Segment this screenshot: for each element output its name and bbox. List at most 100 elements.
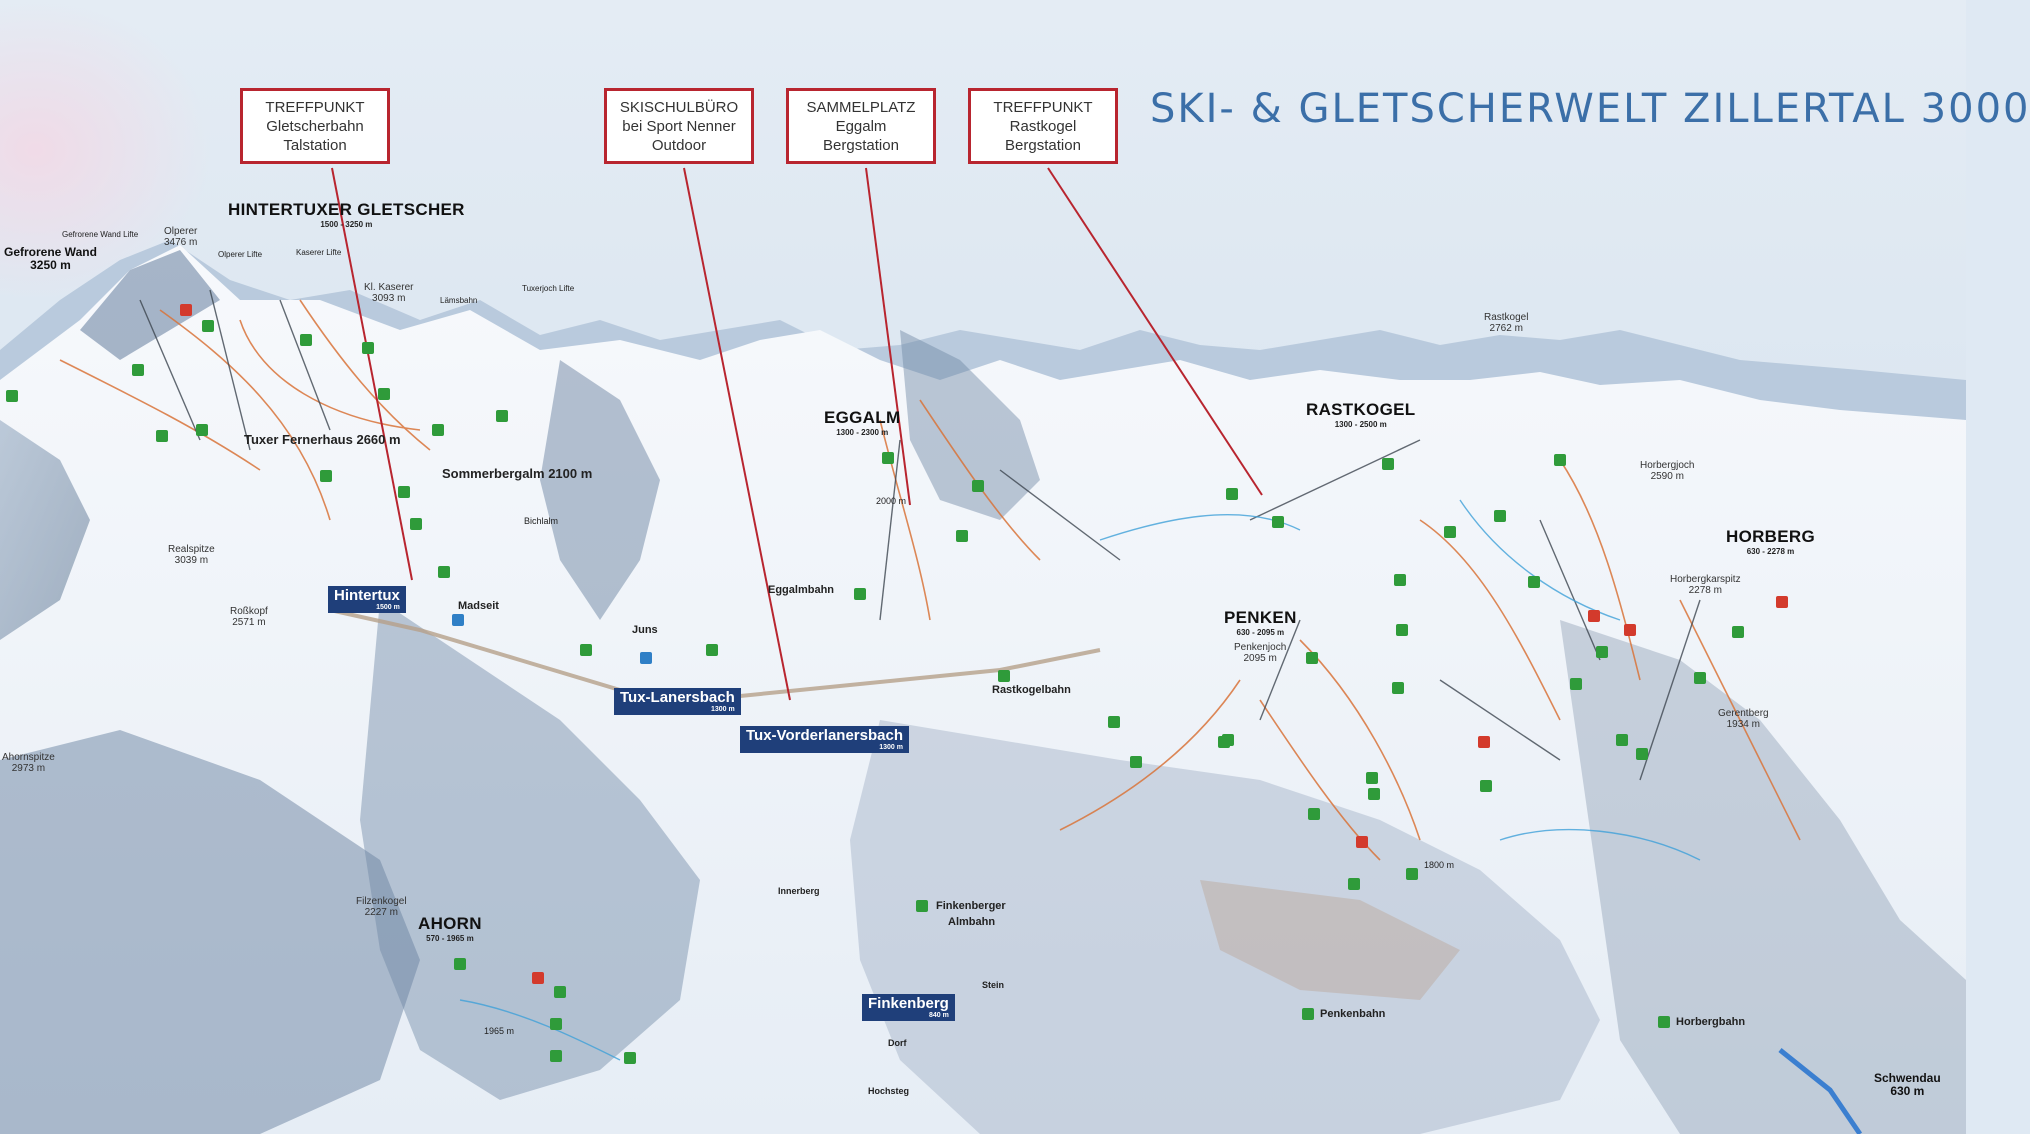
lift-marker [300,334,312,346]
lift-marker [1478,736,1490,748]
lift-marker [1366,772,1378,784]
label-almbahn: Almbahn [948,916,996,928]
map-title: SKI- & GLETSCHERWELT ZILLERTAL 3000 [1150,86,2030,132]
callout-line: Talstation [283,136,347,154]
peak-elevation: 2762 m [1489,323,1523,334]
lift-marker [1222,734,1234,746]
peak-realspitze: Realspitze 3039 m [168,544,215,566]
lift-marker [1392,682,1404,694]
region-name: PENKEN [1224,608,1297,627]
peak-ahornspitze: Ahornspitze 2973 m [2,752,55,774]
lift-marker [854,588,866,600]
region-range: 630 - 2095 m [1236,628,1285,637]
peak-kl-kaserer: Kl. Kaserer 3093 m [364,282,413,304]
callout-line: Outdoor [651,136,707,154]
lift-marker [956,530,968,542]
rock-valley [360,600,700,1100]
label-penken-1800: 1800 m [1424,860,1455,870]
lift-marker [1658,1016,1670,1028]
lift-marker [550,1018,562,1030]
lift-marker [180,304,192,316]
lift-marker [706,644,718,656]
region-name: AHORN [418,914,482,933]
lift-marker [1444,526,1456,538]
lift-marker [1588,610,1600,622]
callout-line: TREFFPUNKT [265,98,365,116]
callout-line: bei Sport Nenner [622,117,736,135]
lift-marker [998,670,1010,682]
callout-sammelplatz-eggalm: SAMMELPLATZ Eggalm Bergstation [786,88,936,164]
peak-filzenkogel: Filzenkogel 2227 m [356,896,407,918]
lift-marker [438,566,450,578]
region-hintertuxer-gletscher: HINTERTUXER GLETSCHER 1500 - 3250 m [228,200,465,229]
label-rastkogelbahn: Rastkogelbahn [992,684,1071,696]
label-tuxer-fernerhaus: Tuxer Fernerhaus 2660 m [244,432,401,447]
town-name: Hintertux [334,587,400,604]
peak-schwendau: Schwendau 630 m [1874,1072,1941,1098]
peak-elevation: 3250 m [30,258,71,272]
peak-gerentberg: Gerentberg 1934 m [1718,708,1769,730]
peak-name: Gerentberg [1718,708,1769,719]
region-name: HINTERTUXER GLETSCHER [228,200,465,219]
snow-field [0,245,1966,1134]
town-elevation: 1300 m [711,706,735,713]
lift-marker [1624,624,1636,636]
rock-hintertux [80,250,220,360]
label-hochsteg: Hochsteg [868,1086,910,1096]
callout-line: Rastkogel [1009,117,1077,135]
town-elevation: 840 m [929,1012,949,1019]
peak-elevation: 630 m [1890,1084,1925,1098]
region-range: 630 - 2278 m [1746,547,1795,556]
lift-marker [1382,458,1394,470]
town-name: Tux-Vorderlanersbach [746,727,903,744]
peak-horbergkarspitz: Horbergkarspitz 2278 m [1670,574,1741,596]
label-juns: Juns [632,624,658,636]
lift-marker [554,986,566,998]
lift-marker [1570,678,1582,690]
town-finkenberg: Finkenberg 840 m [862,994,955,1021]
peak-horbergjoch: Horbergjoch 2590 m [1640,460,1694,482]
lift-marker [1616,734,1628,746]
lift-marker [882,452,894,464]
lift-marker [580,644,592,656]
callout-line: SKISCHULBÜRO [619,98,739,116]
callout-line: Bergstation [1005,136,1081,154]
lift-marker [972,480,984,492]
label-horbergbahn: Horbergbahn [1676,1016,1746,1028]
peak-elevation: 1934 m [1726,719,1760,730]
peak-elevation: 2590 m [1650,471,1684,482]
peak-elevation: 3476 m [164,237,198,248]
lift-marker [640,652,652,664]
region-name: EGGALM [824,408,901,427]
lift-marker [1396,624,1408,636]
lift-marker [6,390,18,402]
lift-marker [378,388,390,400]
lift-marker [1306,652,1318,664]
lift-marker [132,364,144,376]
region-eggalm: EGGALM 1300 - 2300 m [824,408,900,437]
town-name: Tux-Lanersbach [620,689,735,706]
label-eggalm-2000: 2000 m [876,496,907,506]
peak-olperer: Olperer 3476 m [164,226,197,248]
region-range: 570 - 1965 m [426,934,474,943]
peak-name: Realspitze [168,544,215,555]
lift-marker [1528,576,1540,588]
region-horberg: HORBERG 630 - 2278 m [1726,527,1815,556]
lift-marker [196,424,208,436]
label-sommerbergalm: Sommerbergalm 2100 m [442,466,593,481]
lift-marker [1272,516,1284,528]
lift-marker [362,342,374,354]
rock-eggalm [900,330,1040,520]
lift-marker [1480,780,1492,792]
callout-line: TREFFPUNKT [993,98,1093,116]
peak-elevation: 2227 m [364,907,398,918]
lift-marker [320,470,332,482]
lift-marker [1394,574,1406,586]
lift-marker [452,614,464,626]
lift-marker [1348,878,1360,890]
town-elevation: 1300 m [879,744,903,751]
label-bichlalm: Bichlalm [524,516,559,526]
panorama-map [0,0,1966,1134]
label-ahorn-1965: 1965 m [484,1026,515,1036]
town-tux-lanersbach: Tux-Lanersbach 1300 m [614,688,741,715]
